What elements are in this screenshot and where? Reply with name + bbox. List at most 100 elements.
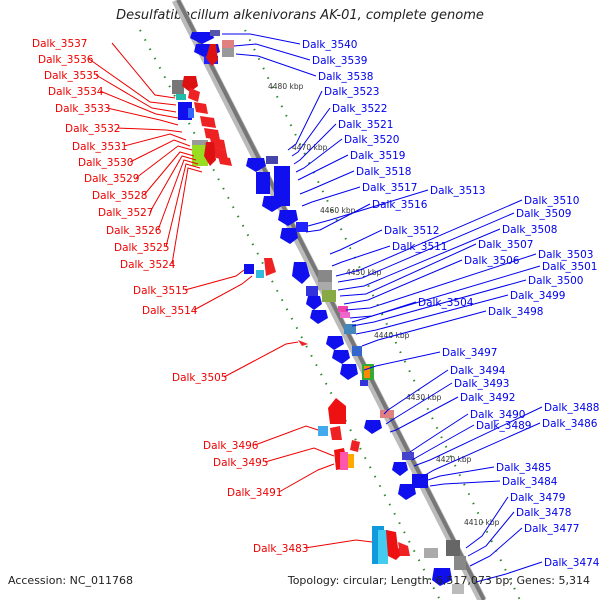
gene-forward — [318, 270, 332, 282]
gene-forward — [256, 172, 270, 194]
gene-forward — [432, 568, 452, 586]
gene-label: Dalk_3494 — [450, 365, 506, 377]
gene-reverse — [214, 148, 228, 160]
gene-label: Dalk_3489 — [476, 420, 532, 432]
gene-label: Dalk_3529 — [84, 173, 140, 185]
gene-label: Dalk_3538 — [318, 71, 374, 83]
right-leader-lines — [222, 33, 543, 583]
gene-forward — [280, 228, 298, 244]
gene-forward — [424, 548, 438, 558]
gene-forward — [344, 324, 356, 334]
accession-text: Accession: NC_011768 — [8, 574, 134, 587]
gene-label: Dalk_3510 — [524, 195, 580, 207]
gene-label: Dalk_3484 — [502, 476, 558, 488]
gene-label: Dalk_3512 — [384, 225, 440, 237]
gene-label: Dalk_3506 — [464, 255, 520, 267]
gene-label: Dalk_3478 — [516, 507, 572, 519]
gene-reverse — [348, 454, 354, 468]
gene-forward — [340, 364, 358, 380]
gene-forward — [452, 584, 464, 594]
gene-forward — [352, 346, 362, 356]
gene-reverse — [188, 88, 200, 102]
gene-label: Dalk_3507 — [478, 239, 534, 251]
gene-forward — [392, 462, 408, 476]
gene-reverse — [204, 128, 220, 140]
gene-label: Dalk_3501 — [542, 261, 598, 273]
scale-tick-label: 4480 kbp — [268, 82, 304, 91]
gene-forward — [306, 296, 322, 310]
gene-forward — [318, 426, 328, 436]
gene-label: Dalk_3485 — [496, 462, 552, 474]
scale-ticks: 4480 kbp 4470 kbp 4460 kbp 4450 kbp 4440… — [268, 82, 500, 527]
gene-label: Dalk_3536 — [38, 54, 94, 66]
gene-reverse — [200, 116, 216, 128]
gene-forward — [278, 210, 298, 226]
gene-label: Dalk_3530 — [78, 157, 134, 169]
gene-label: Dalk_3533 — [55, 103, 111, 115]
gene-label: Dalk_3477 — [524, 523, 580, 535]
gene-label: Dalk_3503 — [538, 249, 594, 261]
scale-tick-label: 4440 kbp — [374, 331, 410, 340]
gene-label: Dalk_3535 — [44, 70, 100, 82]
gene-forward — [188, 108, 194, 118]
gene-forward — [454, 556, 466, 570]
gene-forward — [262, 196, 282, 212]
gene-forward — [364, 420, 382, 434]
gene-label: Dalk_3521 — [338, 119, 394, 131]
right-labels: Dalk_3540 Dalk_3539 Dalk_3538 Dalk_3523 … — [302, 39, 600, 569]
scale-tick-label: 4430 kbp — [406, 393, 442, 402]
genome-summary-text: Topology: circular; Length: 6,517,073 bp… — [287, 574, 590, 587]
map-title: Desulfatibacillum alkenivorans AK-01, co… — [116, 8, 484, 23]
gene-forward — [318, 282, 332, 290]
scale-tick-label: 4460 kbp — [320, 206, 356, 215]
gene-label: Dalk_3491 — [227, 487, 283, 499]
scale-tick-label: 4470 kbp — [292, 143, 328, 152]
gene-label: Dalk_3490 — [470, 409, 526, 421]
gene-reverse — [398, 542, 410, 556]
gene-forward — [402, 452, 414, 460]
gene-reverse — [328, 398, 346, 424]
gene-label: Dalk_3539 — [312, 55, 368, 67]
gene-label: Dalk_3515 — [133, 285, 189, 297]
gene-forward — [172, 80, 184, 94]
gene-label: Dalk_3522 — [332, 103, 388, 115]
gene-forward — [190, 32, 214, 44]
gene-label: Dalk_3500 — [528, 275, 584, 287]
gene-forward — [244, 264, 254, 274]
gene-forward — [332, 350, 350, 364]
gene-label: Dalk_3498 — [488, 306, 544, 318]
gene-reverse — [340, 452, 348, 470]
gene-forward — [210, 30, 220, 36]
gene-forward — [378, 530, 388, 564]
gene-label: Dalk_3519 — [350, 150, 406, 162]
gene-label: Dalk_3532 — [65, 123, 121, 135]
gene-forward — [222, 48, 234, 57]
gene-label: Dalk_3483 — [253, 543, 309, 555]
gene-label: Dalk_3516 — [372, 199, 428, 211]
tick-track-inner — [244, 29, 521, 600]
gene-forward — [338, 306, 348, 312]
gene-label: Dalk_3525 — [114, 242, 170, 254]
gene-label: Dalk_3524 — [120, 259, 176, 271]
gene-forward — [266, 156, 278, 164]
gene-label: Dalk_3527 — [98, 207, 154, 219]
gene-label: Dalk_3534 — [48, 86, 104, 98]
gene-forward — [380, 410, 394, 418]
tick-track-outer — [139, 29, 441, 600]
gene-label: Dalk_3486 — [542, 418, 598, 430]
left-labels: Dalk_3537 Dalk_3536 Dalk_3535 Dalk_3534 … — [32, 38, 309, 555]
gene-forward — [222, 40, 234, 48]
gene-reverse — [298, 340, 308, 346]
gene-reverse — [206, 44, 218, 66]
gene-label: Dalk_3474 — [544, 557, 600, 569]
gene-label: Dalk_3504 — [418, 297, 474, 309]
gene-label: Dalk_3493 — [454, 378, 510, 390]
gene-forward — [296, 222, 308, 232]
gene-label: Dalk_3497 — [442, 347, 498, 359]
gene-forward — [310, 310, 328, 324]
gene-label: Dalk_3517 — [362, 182, 418, 194]
gene-label: Dalk_3505 — [172, 372, 228, 384]
scale-tick-label: 4420 kbp — [436, 455, 472, 464]
gene-forward — [176, 94, 186, 100]
